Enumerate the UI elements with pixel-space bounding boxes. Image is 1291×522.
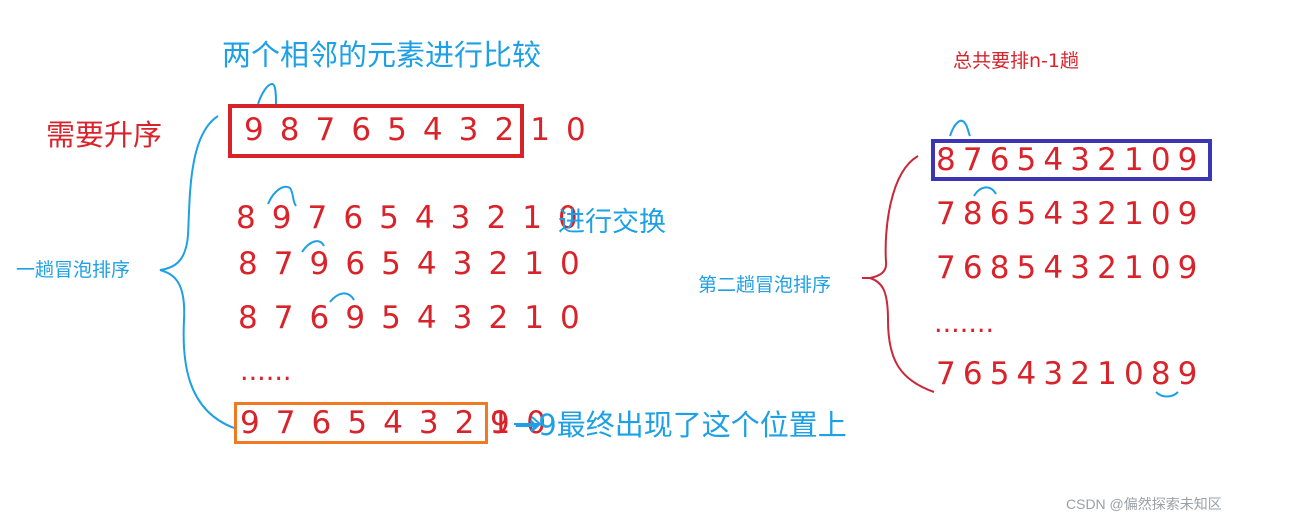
second-pass-brace [866, 155, 935, 393]
left-ellipsis: ...... [240, 356, 292, 387]
compare-hook-row3 [329, 292, 355, 303]
step-row-3: 8 7 6 9 5 4 3 2 1 0 [238, 300, 583, 336]
final-sequence-boxed: 9 7 6 5 4 3 2 1 0 [240, 405, 550, 441]
watermark: CSDN @偏然探索未知区 [1066, 496, 1222, 512]
first-pass-label: 一趟冒泡排序 [16, 259, 131, 281]
final-sequence-box [234, 402, 488, 444]
first-pass-brace [159, 115, 235, 429]
compare-hook-top [257, 82, 277, 105]
result-position-note: →9最终出现了这个位置上 [514, 408, 847, 442]
total-passes-note: 总共要排n-1趟 [953, 50, 1079, 72]
underline-mark [1155, 391, 1179, 398]
step-row-1: 8 9 7 6 5 4 3 2 1 0 [236, 200, 581, 236]
compare-hook-row2 [301, 240, 325, 253]
second-pass-row-3: 7685432109 [936, 250, 1205, 286]
final-sequence-tail: 9 [490, 405, 513, 441]
need-ascending-label: 需要升序 [46, 118, 163, 152]
right-ellipsis: ....... [934, 308, 995, 339]
second-pass-last-row: 7654321089 [936, 356, 1205, 392]
initial-sequence: 9 8 7 6 5 4 3 2 1 0 [244, 112, 589, 148]
compare-adjacent-note: 两个相邻的元素进行比较 [222, 38, 542, 72]
compare-hook-row1 [267, 185, 297, 207]
second-pass-first-box [931, 139, 1212, 181]
compare-hook-right-row2 [973, 186, 997, 197]
second-pass-label: 第二趟冒泡排序 [698, 274, 832, 296]
second-pass-row-2: 7865432109 [936, 196, 1205, 232]
swap-note: 进行交换 [558, 207, 666, 238]
result-arrow [514, 416, 542, 432]
compare-hook-right-top [949, 119, 971, 137]
initial-sequence-box [228, 104, 524, 158]
second-pass-row-1: 8765432109 [936, 142, 1205, 178]
step-row-2: 8 7 9 6 5 4 3 2 1 0 [238, 246, 583, 282]
